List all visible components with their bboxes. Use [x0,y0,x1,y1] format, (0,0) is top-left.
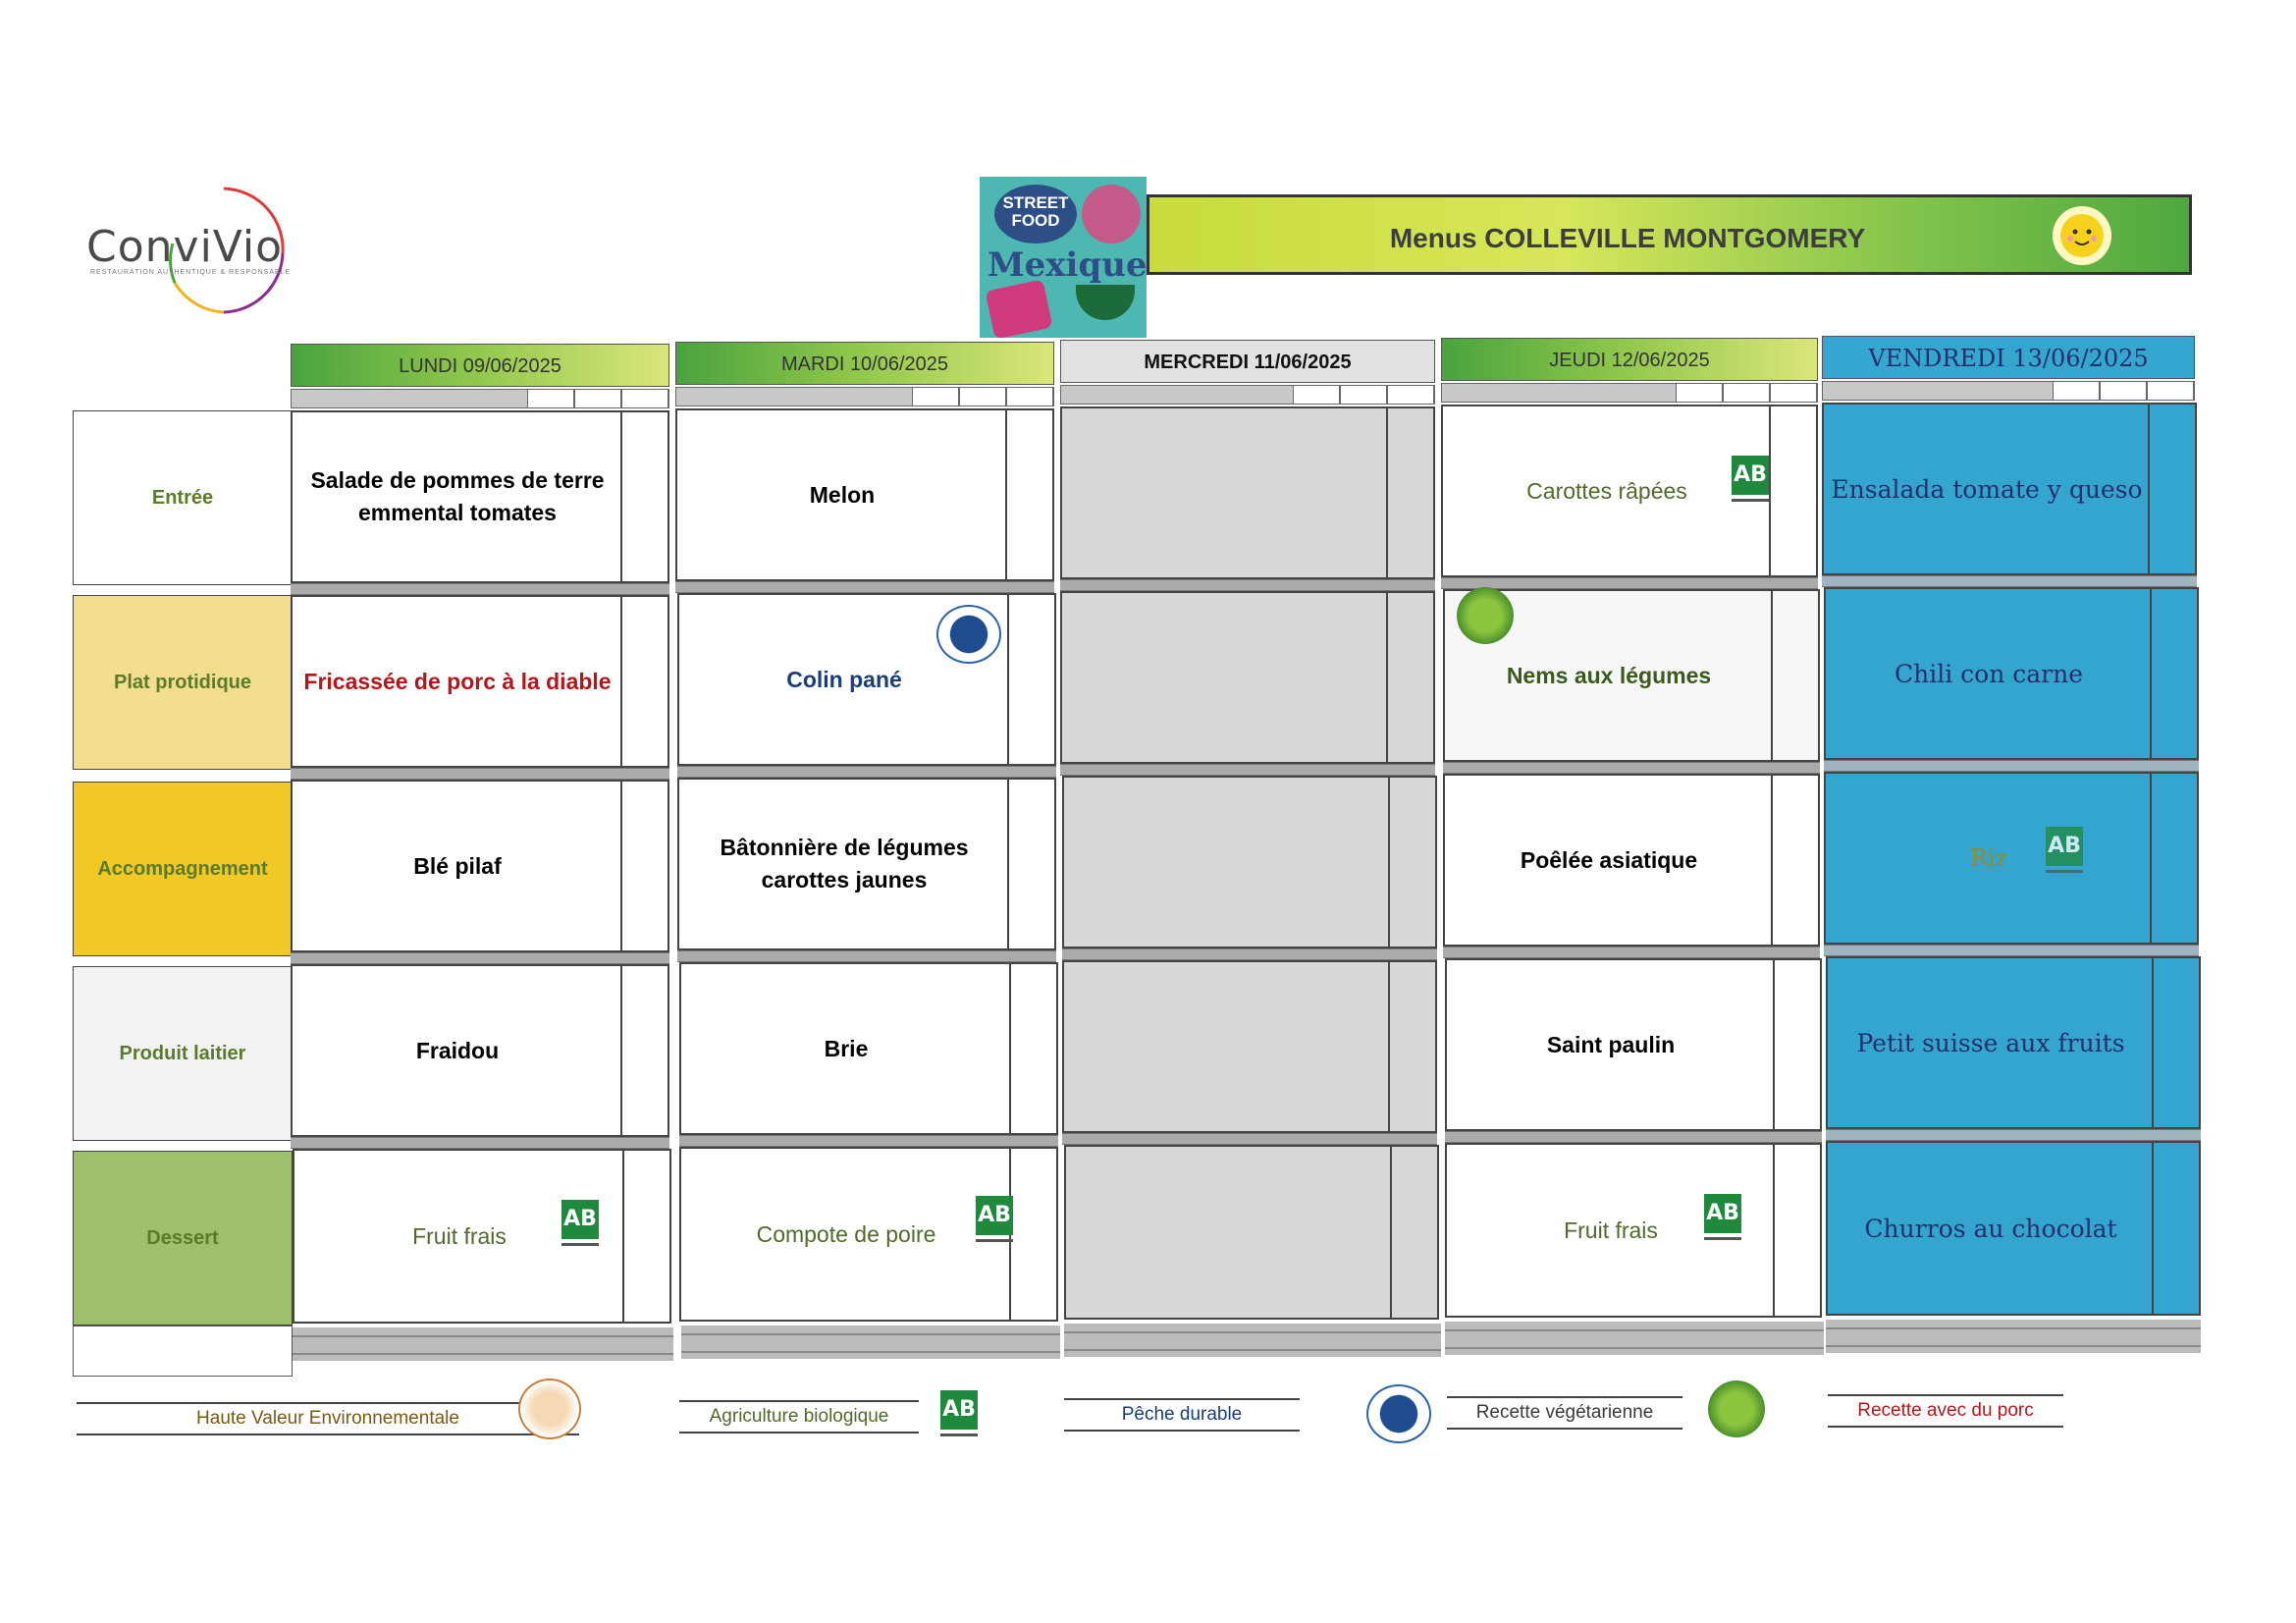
day-header-vendredi: VENDREDI 13/06/2025 [1822,336,2195,379]
bio-icon: AB [1704,1194,1741,1251]
category-entree: Entrée [73,410,293,585]
menu-cell: Fruit frais AB [293,1149,671,1324]
menu-cell: Brie [679,962,1058,1135]
bio-icon: AB [976,1196,1013,1253]
menu-cell-empty [1062,776,1437,948]
day-subheader [1822,381,2195,401]
bio-icon: AB [940,1390,978,1447]
peche-durable-icon [936,605,1001,664]
day-header-jeudi: JEUDI 12/06/2025 [1441,338,1818,381]
table-footer-cell [73,1325,293,1377]
legend-peche-durable: Pêche durable [1064,1398,1300,1432]
sun-icon [2053,206,2111,265]
category-dessert: Dessert [73,1151,293,1325]
menu-cell: Chili con carne [1824,587,2199,760]
dish-name: Fricassée de porc à la diable [303,668,612,694]
dish-name: Riz [1969,843,2008,872]
dish-name: Petit suisse aux fruits [1856,1028,2125,1057]
dish-name: Compote de poire [756,1220,936,1247]
vegetarian-icon [1708,1380,1765,1437]
footer-bands [293,1327,673,1361]
dish-name: Ensalada tomate y queso [1831,474,2143,504]
dish-name: Colin pané [786,666,902,692]
dish-name: Poêlée asiatique [1520,846,1698,873]
menu-cell: Nems aux légumes [1443,587,1820,762]
day-subheader [291,389,669,408]
footer-bands [1826,1320,2201,1353]
category-produit-laitier: Produit laitier [73,966,293,1141]
vegetarian-icon [1457,587,1514,644]
convivio-logo-ring [169,187,285,314]
footer-bands [681,1325,1060,1359]
menu-cell: Carottes râpées AB [1441,405,1818,577]
dish-name: Fruit frais [1564,1217,1658,1243]
brand-tagline: RESTAURATION AUTHENTIQUE & RESPONSABLE [90,269,292,276]
menu-cell-empty [1060,406,1435,579]
dish-name: Carottes râpées [1526,477,1687,504]
dish-name: Churros au chocolat [1864,1214,2117,1243]
dish-name: Melon [809,481,876,508]
menu-cell: Fricassée de porc à la diable [291,595,669,768]
menu-cell: Fruit frais AB [1445,1143,1822,1318]
menu-cell: Salade de pommes de terre emmental tomat… [291,410,669,583]
dish-name: Fraidou [415,1037,500,1063]
day-header-mercredi: MERCREDI 11/06/2025 [1060,340,1435,383]
menu-cell: Churros au chocolat [1826,1141,2201,1316]
dish-name: Salade de pommes de terre emmental tomat… [310,467,605,525]
bio-icon: AB [561,1200,599,1257]
menu-cell: Riz AB [1824,772,2199,945]
dish-name: Brie [824,1035,869,1061]
category-accompagnement: Accompagnement [73,782,293,956]
day-subheader [1060,385,1435,405]
legend-hve: Haute Valeur Environnementale [77,1402,579,1435]
day-header-lundi: LUNDI 09/06/2025 [291,344,669,387]
hve-icon [518,1379,581,1439]
day-subheader [1441,383,1818,403]
legend-vegetarien: Recette végétarienne [1447,1396,1682,1430]
menu-cell: Ensalada tomate y queso [1822,403,2197,575]
page-title: Menus COLLEVILLE MONTGOMERY [1389,223,1866,253]
day-header-mardi: MARDI 10/06/2025 [675,342,1054,385]
day-subheader [675,387,1054,406]
dish-name: Chili con carne [1894,659,2084,688]
bio-icon: AB [1732,456,1769,513]
dish-name: Saint paulin [1546,1031,1676,1057]
bio-icon: AB [2046,827,2083,884]
menu-cell: Saint paulin [1445,958,1822,1131]
peche-durable-icon [1366,1384,1431,1443]
brand-logo: ConviVio [86,222,284,272]
badge-mexique: Mexique [988,245,1147,285]
menu-cell: Melon [675,408,1054,581]
menu-cell: Bâtonnière de légumes carottes jaunes [677,778,1056,950]
title-banner [1147,194,2192,275]
category-plat: Plat protidique [73,595,293,770]
footer-bands [1445,1322,1824,1355]
menu-cell: Blé pilaf [291,780,669,952]
menu-cell: Fraidou [291,964,669,1137]
menu-cell: Compote de poire AB [679,1147,1058,1322]
footer-bands [1064,1324,1441,1357]
street-food-badge: STREET FOOD Mexique [980,177,1147,338]
menu-cell: Colin pané [677,593,1056,766]
dish-name: Fruit frais [412,1222,507,1249]
dish-name: Bâtonnière de légumes carottes jaunes [720,835,969,893]
menu-cell-empty [1060,591,1435,764]
legend-porc: Recette avec du porc [1828,1394,2063,1428]
menu-cell-empty [1064,1145,1439,1320]
menu-cell-empty [1062,960,1437,1133]
dish-name: Blé pilaf [413,852,502,879]
menu-cell: Petit suisse aux fruits [1826,956,2201,1129]
badge-street-food: STREET FOOD [994,185,1077,243]
legend-bio: Agriculture biologique [679,1400,919,1434]
menu-cell: Poêlée asiatique [1443,774,1820,947]
dish-name: Nems aux légumes [1506,662,1712,688]
